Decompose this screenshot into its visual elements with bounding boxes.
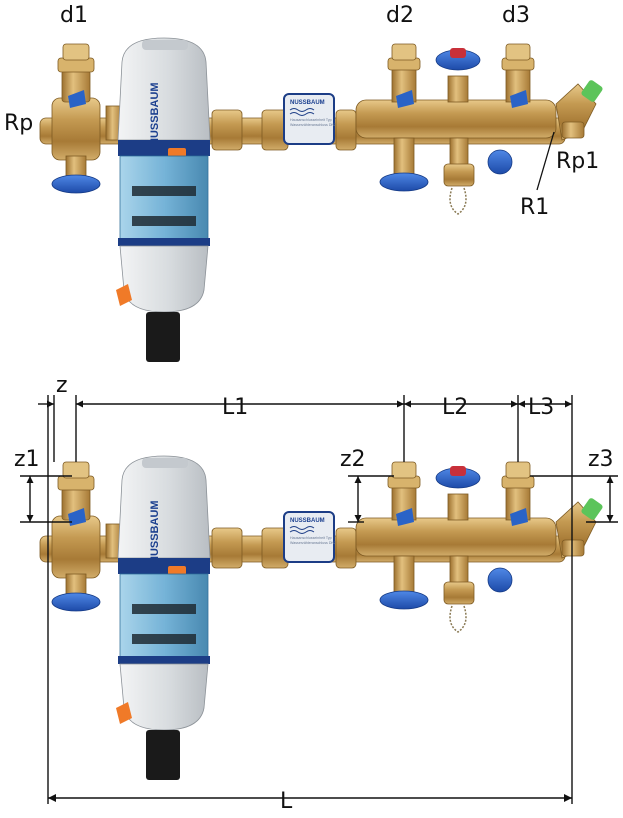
r1-label: R1 [520, 195, 549, 220]
z2-label: z2 [340, 447, 366, 472]
l3-label: L3 [528, 395, 554, 420]
l1-label: L1 [222, 395, 248, 420]
rp-label: Rp [4, 111, 33, 136]
z3-label: z3 [588, 447, 614, 472]
z-label: z [56, 373, 68, 398]
d3-label: d3 [502, 3, 530, 28]
l-label: L [280, 789, 293, 814]
l2-label: L2 [442, 395, 468, 420]
d2-label: d2 [386, 3, 414, 28]
d1-label: d1 [60, 3, 88, 28]
dimension-lines [20, 395, 618, 804]
bottom-assembly-illustration [39, 455, 605, 781]
rp1-label: Rp1 [556, 149, 599, 174]
r1-leader-line [536, 131, 555, 191]
z1-label: z1 [14, 447, 40, 472]
